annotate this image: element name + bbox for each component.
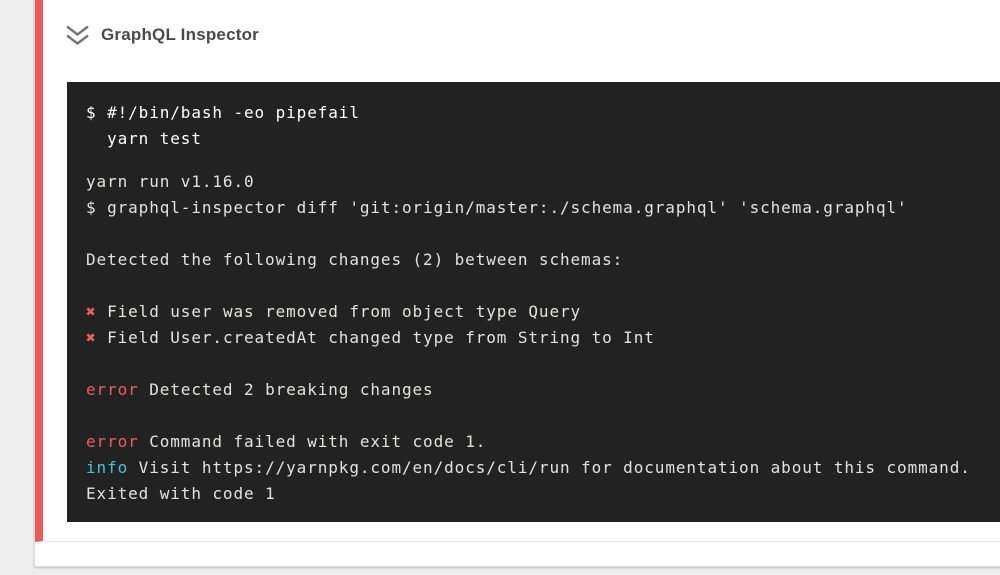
terminal-line: ✖ Field user was removed from object typ… [86,302,582,321]
terminal-command-lines: $ #!/bin/bash -eo pipefail yarn test [86,103,360,148]
terminal-line: info Visit https://yarnpkg.com/en/docs/c… [86,458,971,477]
terminal-line [86,276,97,295]
terminal-output-lines: yarn run v1.16.0 $ graphql-inspector dif… [86,169,1000,507]
terminal-line: error Command failed with exit code 1. [86,432,487,451]
card-footer [35,542,1000,566]
double-chevron-down-icon[interactable] [64,24,91,46]
terminal-line: yarn run v1.16.0 [86,172,255,191]
terminal-line [86,224,97,243]
terminal-line: Exited with code 1 [86,484,276,503]
terminal-line: ✖ Field User.createdAt changed type from… [86,328,655,347]
build-step-card: GraphQL Inspector $ #!/bin/bash -eo pipe… [34,0,1000,567]
terminal-line: Detected the following changes (2) betwe… [86,250,624,269]
terminal-line: error Detected 2 breaking changes [86,380,434,399]
terminal-line [86,406,97,425]
step-header[interactable]: GraphQL Inspector [43,0,1000,46]
terminal-output: $ #!/bin/bash -eo pipefail yarn test yar… [67,82,1000,522]
terminal-line: $ graphql-inspector diff 'git:origin/mas… [86,198,908,217]
failed-step-section: GraphQL Inspector $ #!/bin/bash -eo pipe… [35,0,1000,542]
step-title: GraphQL Inspector [101,25,260,44]
terminal-line [86,354,97,373]
